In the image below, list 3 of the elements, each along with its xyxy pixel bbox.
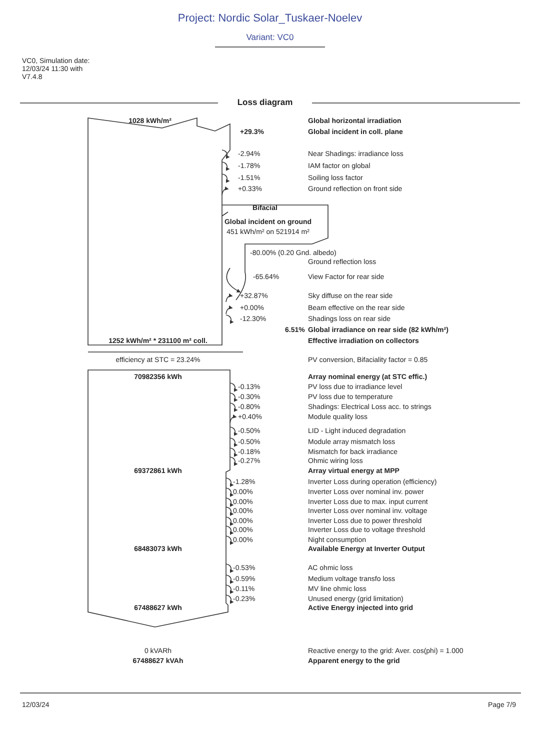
page-title: Project: Nordic Solar_Tuskaer-Noelev <box>178 12 362 26</box>
variant-label: Variant: VC0 <box>246 33 294 43</box>
section-heading: Loss diagram <box>237 98 293 108</box>
